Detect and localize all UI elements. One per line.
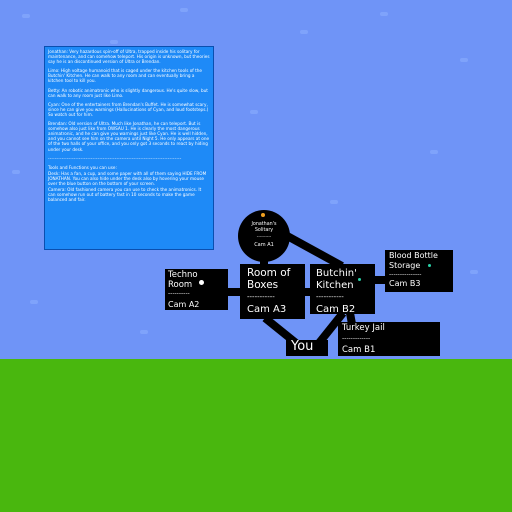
cloud xyxy=(460,58,468,62)
room-of-boxes[interactable]: Room of Boxes ----------- Cam A3 xyxy=(240,264,305,319)
alert-indicator-icon xyxy=(428,264,431,267)
room-divider: ----------- xyxy=(316,293,344,301)
room-turkey-jail[interactable]: Turkey Jail ------------- Cam B1 xyxy=(338,322,440,356)
room-butchin-kitchen[interactable]: Butchin' Kitchen ----------- Cam B2 xyxy=(310,264,375,315)
camera-label: Cam A2 xyxy=(168,300,200,309)
cloud xyxy=(22,14,30,18)
cloud xyxy=(140,330,148,334)
cloud xyxy=(380,12,388,16)
cloud xyxy=(430,150,438,154)
grass-ground xyxy=(0,359,512,512)
room-name: Blood Bottle Storage xyxy=(389,251,438,270)
cloud xyxy=(330,200,338,204)
room-name: Jonathan's Solitary xyxy=(251,222,277,233)
info-tools-heading: Tools and Functions you can use: xyxy=(48,164,117,170)
cloud xyxy=(300,30,308,34)
cloud xyxy=(12,170,20,174)
room-divider: ---------- xyxy=(168,290,190,297)
room-divider: --------------- xyxy=(389,271,422,278)
camera-label: Cam B2 xyxy=(316,304,356,315)
alert-indicator-icon xyxy=(261,213,265,217)
alert-indicator-icon xyxy=(358,278,361,281)
cloud xyxy=(30,300,38,304)
cloud xyxy=(470,270,478,274)
link-kitchen-you xyxy=(315,310,347,346)
animatronic-info-panel: Jonathan: Very hazardous spin-off of Ult… xyxy=(44,46,214,250)
room-blood-bottle-storage[interactable]: Blood Bottle Storage --------------- Cam… xyxy=(385,250,453,292)
camera-label: Cam B1 xyxy=(342,345,376,355)
room-techno[interactable]: Techno Room ---------- Cam A2 xyxy=(165,269,228,310)
info-cyan: Cyan: One of the entertainers from Brend… xyxy=(48,101,209,117)
info-limo: Limo: High voltage humanoid that is cage… xyxy=(48,68,202,84)
room-name: Turkey Jail xyxy=(342,323,385,333)
camera-label: Cam B3 xyxy=(389,279,421,288)
cloud xyxy=(250,110,258,114)
room-divider: ----------- xyxy=(247,293,275,301)
cloud xyxy=(110,40,118,44)
info-desk: Desk: Has a fan, a cup, and some paper w… xyxy=(48,170,207,186)
link-boxes-you xyxy=(262,314,299,347)
camera-label: Cam A3 xyxy=(247,304,287,315)
room-divider: ---------- xyxy=(256,234,272,239)
cloud xyxy=(180,8,188,12)
link-solitary-kitchen xyxy=(278,228,344,270)
room-jonathans-solitary[interactable]: Jonathan's Solitary ---------- Cam A1 xyxy=(238,210,290,262)
info-camera: Camera: Old fashioned camera you can use… xyxy=(48,187,202,203)
camera-label: Cam A1 xyxy=(254,242,274,248)
room-name: Butchin' Kitchen xyxy=(316,268,357,291)
info-betty: Betty: An robotic animatronic who is sli… xyxy=(48,87,208,98)
info-brendan: Brendan: Old version of Ultra. Much like… xyxy=(48,121,210,152)
gear-icon xyxy=(199,280,204,285)
room-name: Techno Room xyxy=(168,270,198,290)
info-divider: ----------------------------------------… xyxy=(48,155,182,161)
player-office-you: You xyxy=(286,339,328,356)
room-name: You xyxy=(291,339,314,354)
room-divider: ------------- xyxy=(342,335,371,342)
info-jonathan: Jonathan: Very hazardous spin-off of Ult… xyxy=(48,49,210,65)
room-name: Room of Boxes xyxy=(247,267,291,291)
